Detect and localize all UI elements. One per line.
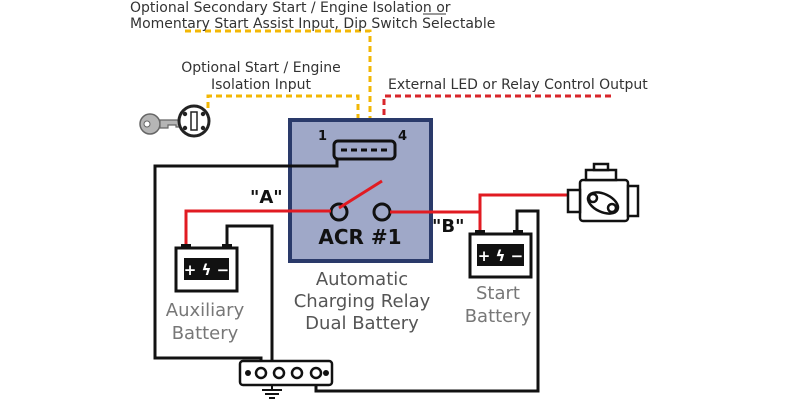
external-output-wire [382,94,612,145]
ignition-switch-icon [177,104,211,138]
external-output-label: External LED or Relay Control Output [388,77,648,93]
point-b-label: "B" [432,216,464,237]
power-wires [184,193,567,246]
pin-1-label: 1 [318,129,327,144]
start-battery-label-line2: Battery [465,306,532,327]
isolation-input-label-line1: Optional Start / Engine [181,60,340,76]
secondary-input-wire [185,29,372,145]
pin-4-label: 4 [398,129,407,144]
battery-icon: + ϟ − [174,244,239,293]
aux-battery-label-line1: Auxiliary [166,300,245,321]
aux-battery-symbol: + ϟ − [184,261,229,279]
point-a-label: "A" [250,187,283,208]
acr-title-line2: Charging Relay [294,291,431,312]
aux-battery-label-line2: Battery [172,323,239,344]
start-negative-wire [314,209,540,393]
point-b-wire [390,193,567,214]
ground-bus-bar [238,359,334,387]
acr-title-line3: Dual Battery [305,313,419,334]
isolation-input-wire [206,94,360,145]
acr-name-label: ACR #1 [318,225,401,249]
acr-relay-box [288,118,433,263]
aux-negative-wire [225,224,274,372]
engine-icon [566,162,640,223]
control-wires [185,29,612,145]
secondary-input-label-line1: Optional Secondary Start / Engine Isolat… [130,0,451,16]
start-battery-symbol: + ϟ − [478,247,523,265]
isolation-input-label-line2: Isolation Input [211,77,311,93]
start-battery-label-line1: Start [476,283,520,304]
point-a-wire [184,209,331,246]
secondary-input-label-line2: Momentary Start Assist Input, Dip Switch… [130,16,495,32]
battery-icon: + ϟ − [468,230,533,279]
acr-title-line1: Automatic [316,269,408,290]
ground-icon [262,385,282,399]
